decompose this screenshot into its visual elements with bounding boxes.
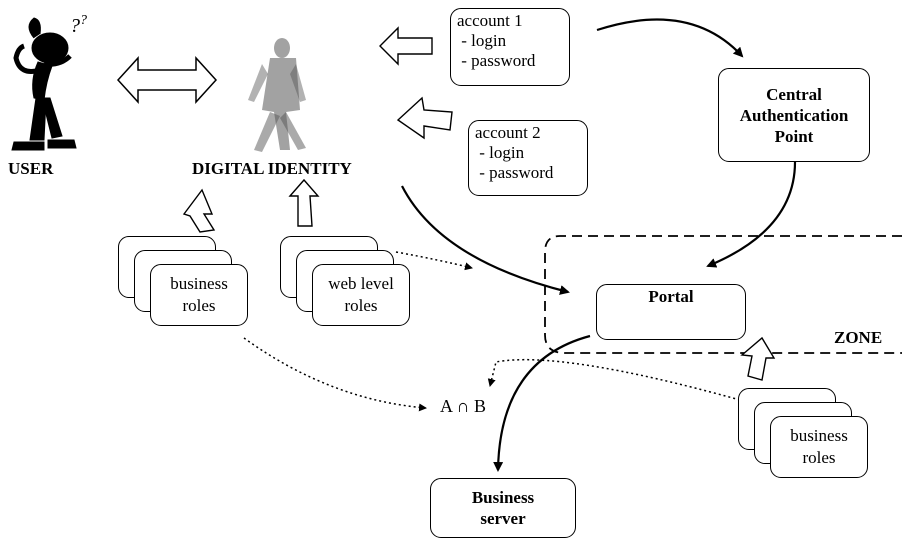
business-roles-left-line1: business <box>170 274 228 293</box>
svg-text:?: ? <box>70 15 80 37</box>
user-identity-double-arrow <box>116 56 218 104</box>
account1-box: account 1 - login - password <box>450 8 570 86</box>
cap-line1: Central <box>766 84 822 104</box>
digital-identity-figure-icon <box>248 38 306 152</box>
account2-password: - password <box>475 163 554 182</box>
business-roles-right-card: business roles <box>770 416 868 478</box>
zone-label: ZONE <box>834 328 883 347</box>
web-roles-to-identity-arrow <box>288 178 320 227</box>
business-roles-right-line2: roles <box>802 448 836 467</box>
cap-line2: Authentication <box>739 105 849 125</box>
account2-title: account 2 <box>475 123 541 142</box>
svg-text:?: ? <box>80 13 87 28</box>
business-server-line1: Business <box>471 488 535 507</box>
central-authentication-point-box: Central Authentication Point <box>718 68 870 162</box>
user-label: USER <box>8 159 54 178</box>
digital-identity-label: DIGITAL IDENTITY <box>192 159 352 178</box>
cap-to-zone-arrow <box>706 161 797 268</box>
business-roles-to-intersection-dotted-arrow <box>243 337 427 412</box>
business-roles-left-card: business roles <box>150 264 248 326</box>
business-roles-to-identity-arrow <box>182 188 216 233</box>
account2-box: account 2 - login - password <box>468 120 588 196</box>
web-roles-to-zone-dotted-arrow <box>395 251 473 271</box>
right-roles-to-intersection-dotted-arrow <box>487 358 741 401</box>
web-level-roles-card: web level roles <box>312 264 410 326</box>
portal-label: Portal <box>648 287 694 306</box>
web-roles-line2: roles <box>344 296 378 315</box>
intersection-label: A ∩ B <box>440 396 487 416</box>
web-roles-line1: web level <box>328 274 394 293</box>
account2-login: - login <box>475 143 525 162</box>
business-server-line2: server <box>480 509 526 528</box>
account1-to-cap-arrow <box>596 18 744 58</box>
business-roles-right-line1: business <box>790 426 848 445</box>
account2-to-identity-arrow <box>396 96 453 140</box>
account1-login: - login <box>457 31 507 50</box>
account1-password: - password <box>457 51 536 70</box>
right-roles-to-portal-arrow <box>740 336 776 381</box>
portal-to-business-server-arrow <box>493 334 591 472</box>
account1-to-identity-arrow <box>379 26 433 66</box>
account1-title: account 1 <box>457 11 523 30</box>
business-server-box: Business server <box>430 478 576 538</box>
portal-box: Portal <box>596 284 746 340</box>
cap-line3: Point <box>774 126 814 146</box>
identity-to-portal-arrow <box>401 185 570 295</box>
zone-boundary <box>544 235 902 354</box>
business-roles-left-line2: roles <box>182 296 216 315</box>
user-figure-icon: ? ? <box>11 13 87 151</box>
